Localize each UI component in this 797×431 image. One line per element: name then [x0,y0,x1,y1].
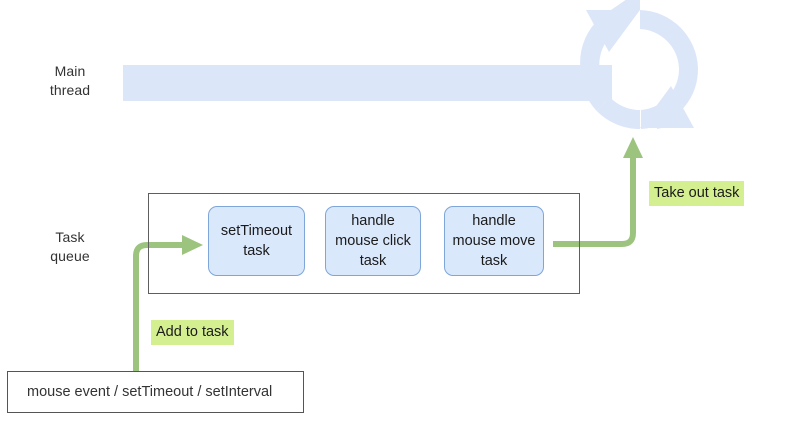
edge-label-add-to-task: Add to task [151,320,234,345]
arrow-add-to-task [133,235,203,371]
task-box-mouse-click[interactable]: handle mouse click task [325,206,421,276]
arrow-take-out-task [553,137,643,247]
refresh-cycle-icon [580,0,699,130]
task-queue-container [148,193,580,294]
edge-label-take-out-task: Take out task [649,181,745,206]
task-box-mouse-move[interactable]: handle mouse move task [444,206,544,276]
main-thread-bar [123,65,612,101]
main-thread-label: Main thread [49,63,91,98]
event-source-box[interactable]: mouse event / setTimeout / setInterval [7,371,304,413]
task-queue-label: Task queue [50,229,90,264]
task-box-set-timeout[interactable]: setTimeout task [208,206,305,276]
